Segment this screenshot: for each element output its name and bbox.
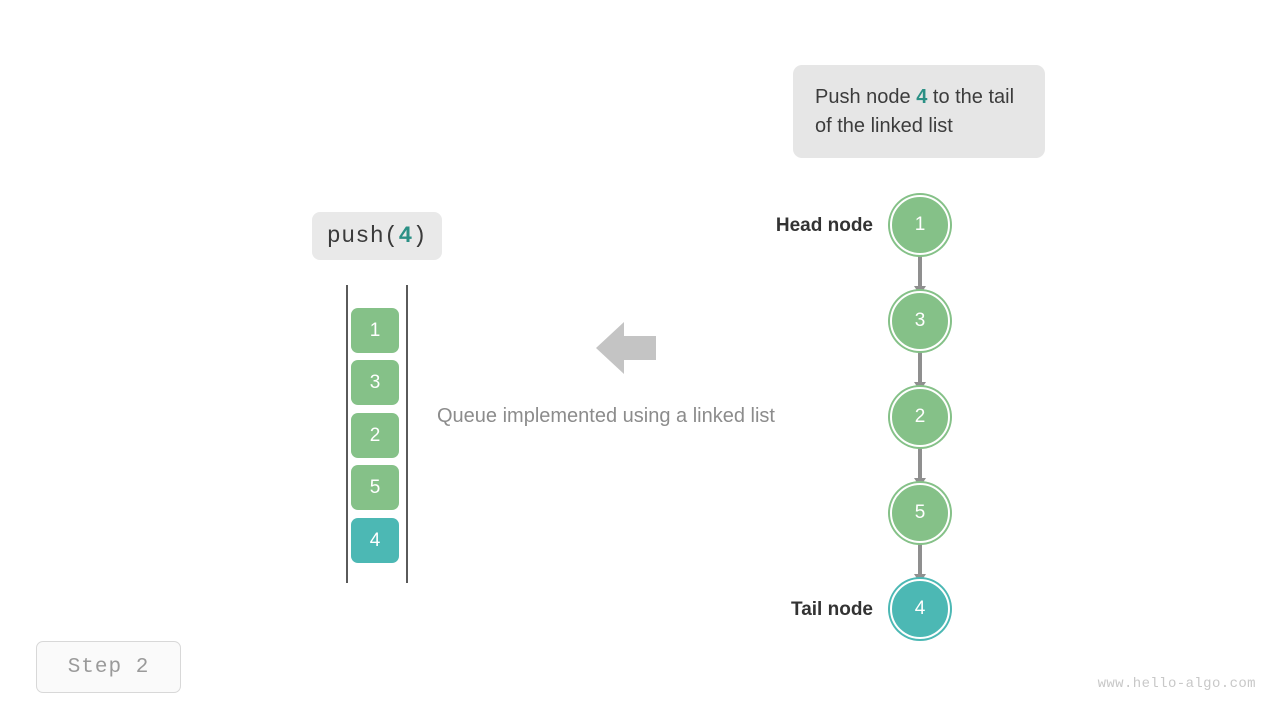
watermark: www.hello-algo.com [1097,676,1256,692]
push-callout-text: Push node 4 to the tail of the linked li… [793,83,1045,141]
list-node: 5 [890,483,950,543]
queue-item: 5 [351,465,399,510]
callout-text-after: to the tail of the linked list [815,85,1015,137]
operation-label-suffix: ) [412,223,428,249]
list-node-value: 2 [914,406,926,427]
list-connector [914,351,926,391]
queue-item: 1 [351,308,399,353]
list-node: 1 [890,195,950,255]
queue-item-value: 2 [369,424,381,446]
list-connector [914,255,926,295]
queue-item-value: 1 [369,319,381,341]
diagram-caption: Queue implemented using a linked list [437,405,775,427]
queue-item: 2 [351,413,399,458]
left-arrow-icon [596,322,656,374]
step-badge: Step 2 [36,641,181,693]
queue-item-value: 4 [369,529,381,551]
push-callout: Push node 4 to the tail of the linked li… [793,65,1045,158]
list-node-value: 3 [914,310,926,331]
list-connector [914,543,926,583]
queue-rail-right [406,285,408,583]
callout-accent-value: 4 [916,85,928,108]
list-node-value: 4 [914,598,926,619]
callout-text-before: Push node [815,85,917,108]
list-node-highlighted: 4 [890,579,950,639]
operation-label: push(4) [312,212,442,260]
tail-node-label: Tail node [791,599,873,620]
list-node: 2 [890,387,950,447]
list-node: 3 [890,291,950,351]
head-node-label: Head node [775,215,873,236]
list-connector [914,447,926,487]
operation-label-value: 4 [398,223,413,249]
queue-item-highlighted: 4 [351,518,399,563]
queue-item-value: 3 [369,371,381,393]
list-node-value: 1 [914,214,926,235]
operation-label-prefix: push( [326,223,399,249]
queue-item-value: 5 [369,476,381,498]
queue-rail-left [346,285,348,583]
queue-item: 3 [351,360,399,405]
list-node-value: 5 [914,502,926,523]
